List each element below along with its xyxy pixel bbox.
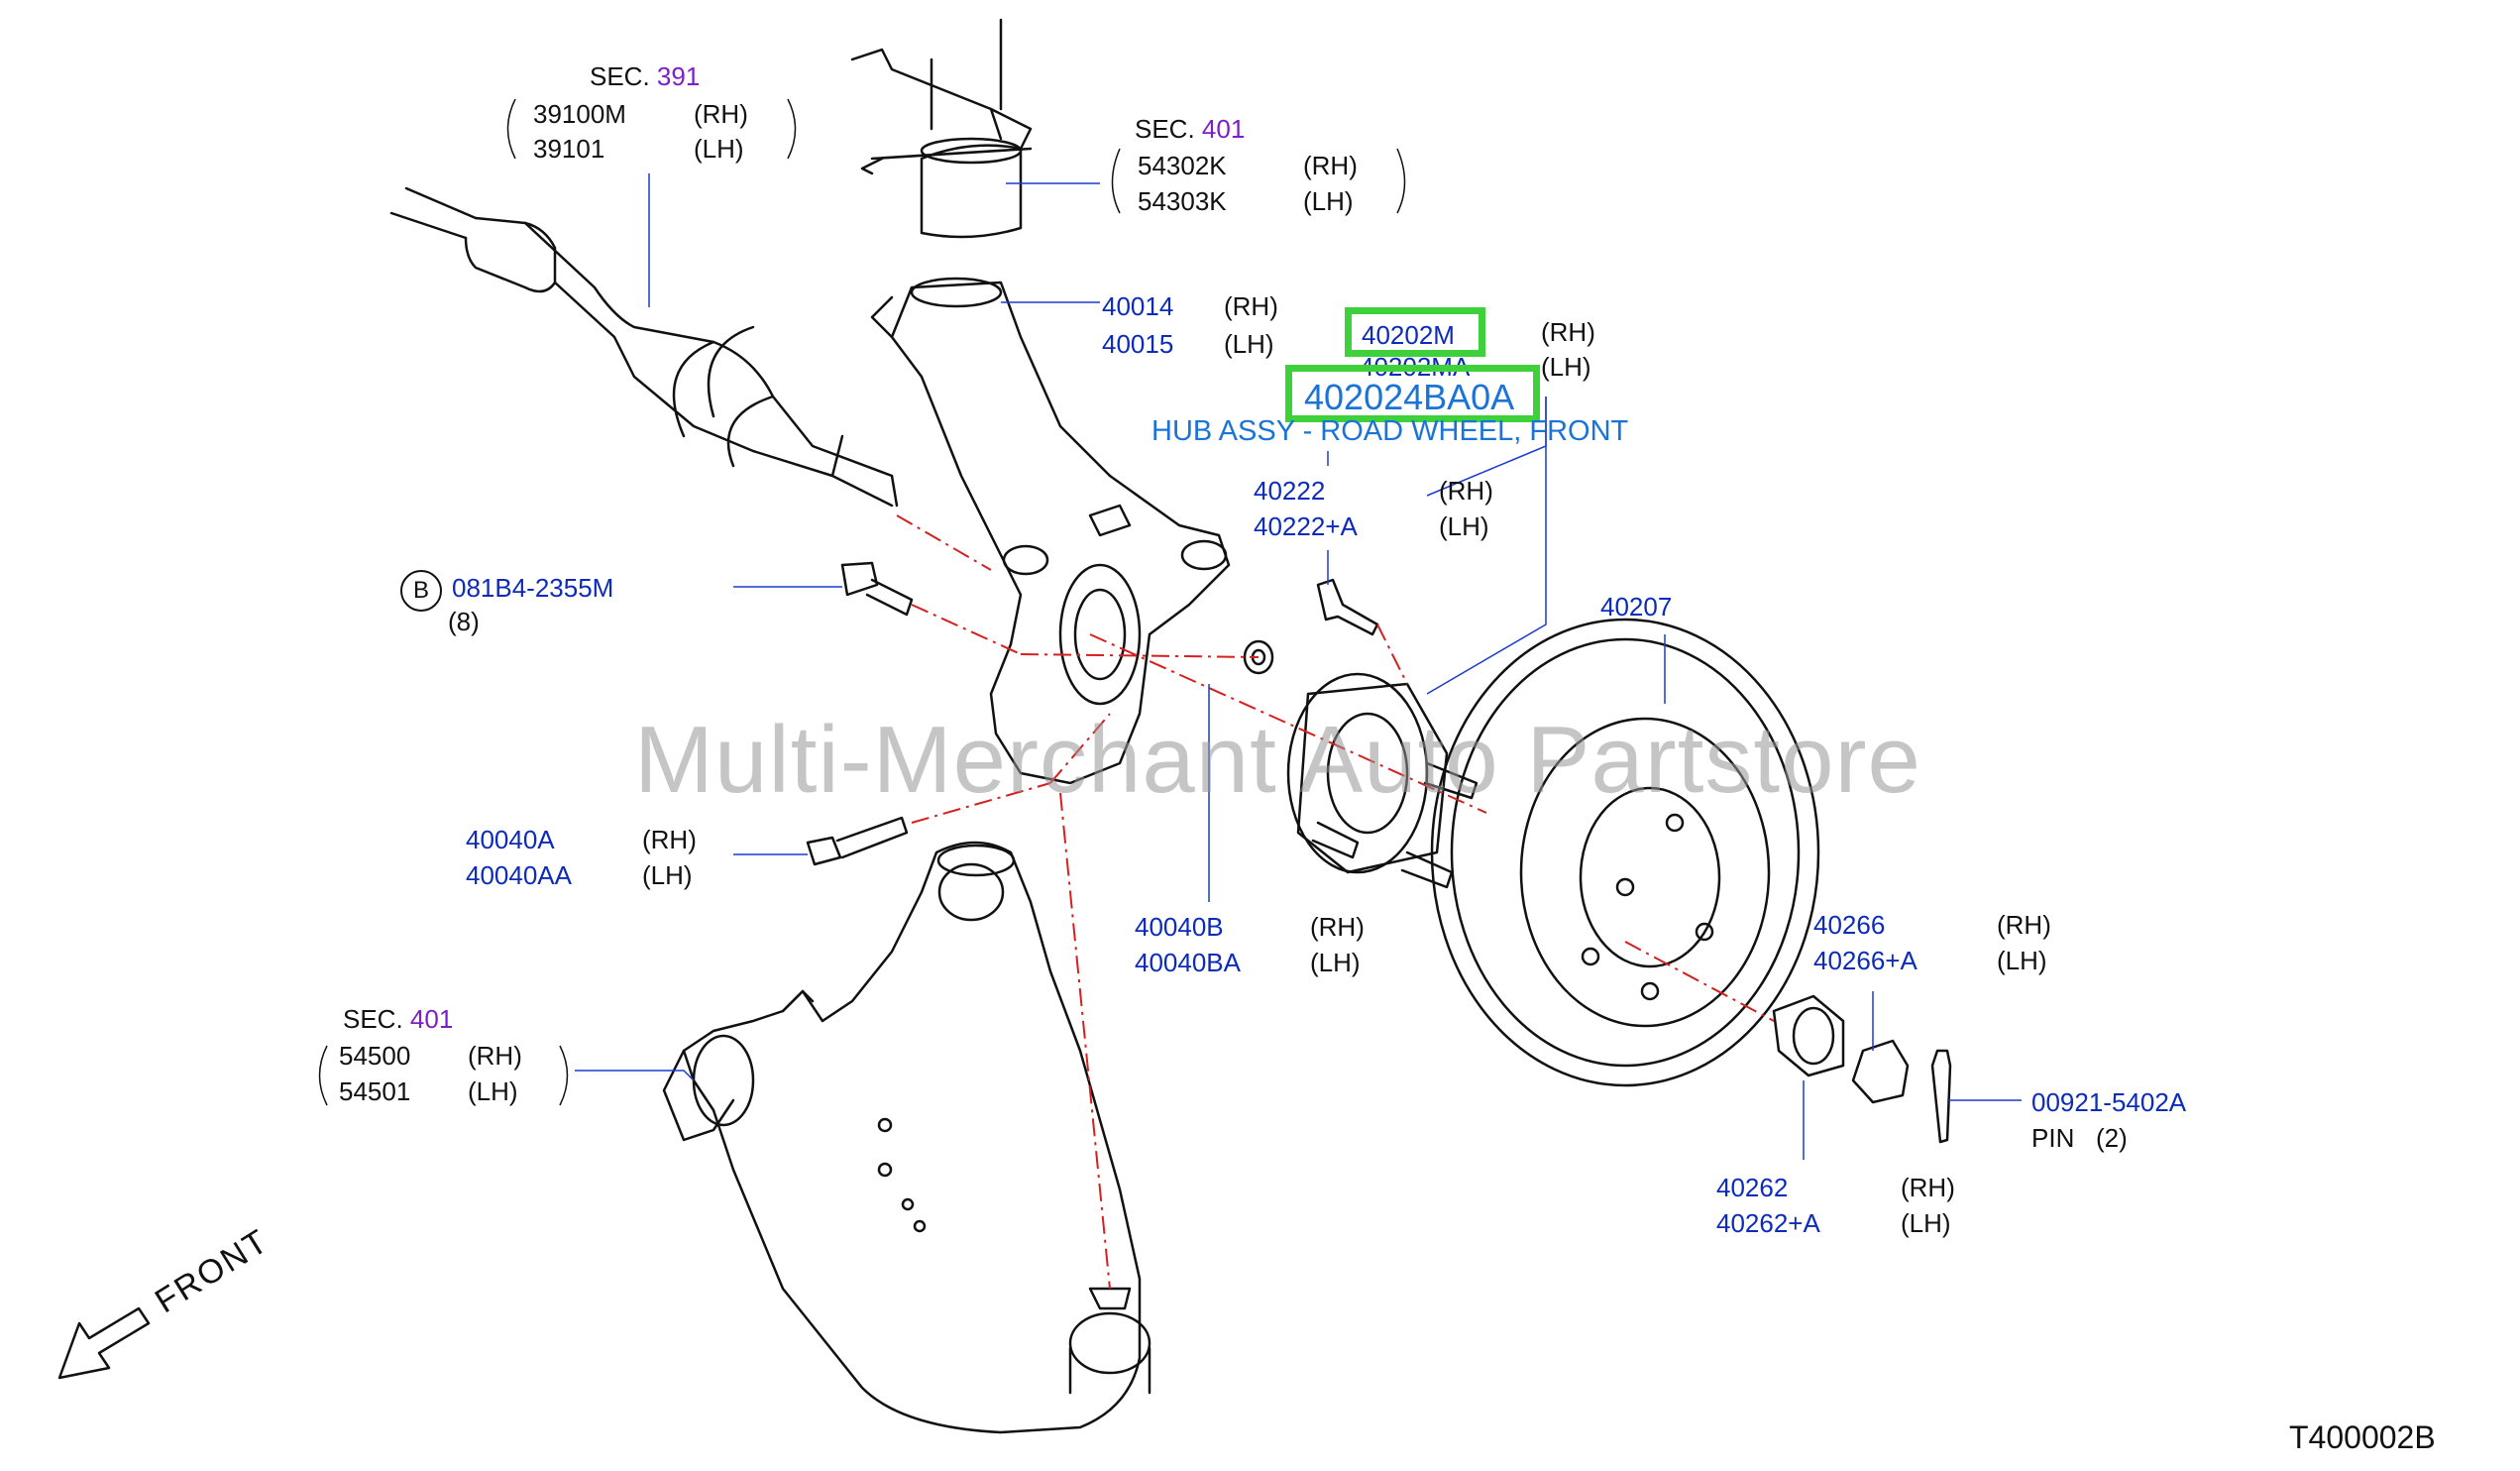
part-40207[interactable]: 40207 [1600,592,1673,622]
hub-description: HUB ASSY - ROAD WHEEL, FRONT [1151,415,1629,447]
part-40222[interactable]: 40222 [1254,476,1326,506]
diagram-code: T400002B [2289,1419,2436,1455]
part-54303k[interactable]: 54303K [1138,186,1227,216]
red-leaders [896,514,1775,1290]
pin-label: PIN (2) [2031,1123,2128,1153]
hub-oem-highlight[interactable]: 402024BA0A [1285,365,1540,422]
bolt-b-qty: (8) [448,607,480,636]
lh-label: (LH) [1997,946,2047,975]
part-40015[interactable]: 40015 [1102,329,1174,359]
lh-label: (LH) [468,1076,518,1106]
bolt-40040a [806,816,909,866]
part-40262a[interactable]: 40262+A [1716,1208,1820,1238]
steering-knuckle [870,277,1231,785]
hub-part-highlight[interactable]: 40202M [1345,307,1485,357]
lh-label: (LH) [642,860,693,890]
front-arrow-icon [57,1306,151,1380]
part-40014[interactable]: 40014 [1102,291,1174,321]
sec-391-title: SEC. 391 [590,61,701,91]
part-081b4-2355m[interactable]: 081B4-2355M [452,573,614,603]
part-39101[interactable]: 39101 [533,134,605,164]
label-brackets [318,98,1406,1106]
part-40222a[interactable]: 40222+A [1254,511,1358,541]
rh-label: (RH) [1439,476,1493,506]
part-40262[interactable]: 40262 [1716,1173,1789,1202]
cotter-pin [1930,1049,1952,1144]
part-40040aa[interactable]: 40040AA [466,860,572,890]
lh-label: (LH) [1310,948,1361,977]
sec-401-arm-title: SEC. 401 [343,1004,454,1034]
rh-label: (RH) [1541,317,1595,347]
part-00921-5402a[interactable]: 00921-5402A [2031,1087,2187,1117]
rh-label: (RH) [468,1041,522,1071]
part-40040b[interactable]: 40040B [1135,912,1224,942]
hub-nut [1772,994,1845,1077]
bolt-081b4 [840,561,914,617]
castle-cap [1851,1039,1910,1104]
part-40040a[interactable]: 40040A [466,825,555,854]
rh-label: (RH) [1224,291,1278,321]
part-40040ba[interactable]: 40040BA [1135,948,1241,977]
lh-label: (LH) [1541,352,1591,382]
blue-leaders [575,173,2022,1160]
part-40266[interactable]: 40266 [1813,910,1886,940]
rh-label: (RH) [694,99,748,129]
rh-label: (RH) [1310,912,1365,942]
part-54500[interactable]: 54500 [339,1041,411,1071]
lh-label: (LH) [1901,1208,1951,1238]
part-54302k[interactable]: 54302K [1138,151,1227,180]
rh-label: (RH) [642,825,697,854]
drive-shaft [389,186,899,508]
watermark: Multi-Merchant Auto Partstore [634,707,1921,813]
lower-control-arm [662,841,1151,1434]
lh-label: (LH) [1439,511,1489,541]
wheel-stud [1316,578,1379,636]
lh-label: (LH) [694,134,744,164]
brake-rotor [1430,618,1820,1087]
rh-label: (RH) [1303,151,1358,180]
rh-label: (RH) [1997,910,2051,940]
part-54501[interactable]: 54501 [339,1076,411,1106]
sec-401-strut-title: SEC. 401 [1135,114,1246,144]
rh-label: (RH) [1901,1173,1955,1202]
part-40266a[interactable]: 40266+A [1813,946,1917,975]
lh-label: (LH) [1224,329,1274,359]
strut-bracket [850,18,1033,239]
lh-label: (LH) [1303,186,1354,216]
part-39100m[interactable]: 39100M [533,99,626,129]
b-badge: B [400,570,442,612]
